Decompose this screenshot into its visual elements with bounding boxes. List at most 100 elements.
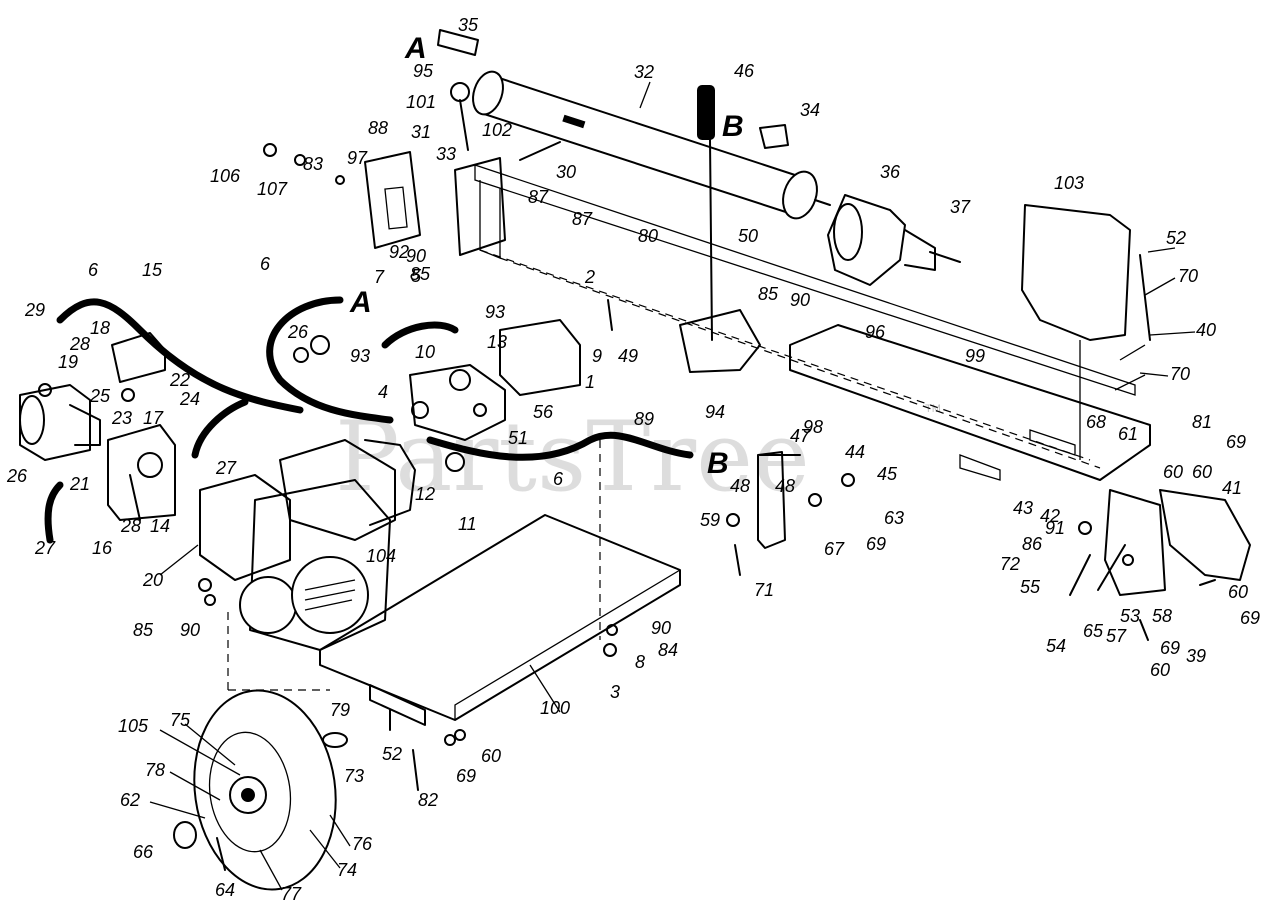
callout-85: 85 bbox=[410, 264, 431, 284]
callout-69b: 69 bbox=[1226, 432, 1246, 452]
hose-27-upper bbox=[191, 398, 249, 459]
callout-51: 51 bbox=[508, 428, 528, 448]
callout-37: 37 bbox=[950, 197, 971, 217]
callout-102: 102 bbox=[482, 120, 512, 140]
callout-28b: 28 bbox=[120, 516, 141, 536]
callout-58: 58 bbox=[1152, 606, 1172, 626]
callout-60b: 60 bbox=[1192, 462, 1212, 482]
callout-69: 69 bbox=[866, 534, 886, 554]
hose-return bbox=[426, 431, 694, 461]
callout-6: 6 bbox=[88, 260, 99, 280]
coupling-guard-15 bbox=[111, 332, 166, 383]
callout-54: 54 bbox=[1046, 636, 1066, 656]
callout-104: 104 bbox=[366, 546, 396, 566]
hydraulic-pump bbox=[19, 383, 101, 461]
lever-link-48 bbox=[757, 451, 786, 549]
suction-hose-7 bbox=[381, 321, 459, 349]
callout-90c: 90 bbox=[180, 620, 200, 640]
callout-26b: 26 bbox=[287, 322, 309, 342]
callout-48: 48 bbox=[730, 476, 750, 496]
callout-52b: 52 bbox=[382, 744, 402, 764]
callout-89: 89 bbox=[634, 409, 654, 429]
callout-16: 16 bbox=[92, 538, 113, 558]
callout-2: 2 bbox=[584, 267, 595, 287]
callout-35: 35 bbox=[458, 15, 479, 35]
callout-55: 55 bbox=[1020, 577, 1041, 597]
callout-66: 66 bbox=[133, 842, 154, 862]
pump-bracket-14 bbox=[107, 424, 176, 521]
callout-105: 105 bbox=[118, 716, 149, 736]
callout-76: 76 bbox=[352, 834, 373, 854]
callout-4: 4 bbox=[378, 382, 388, 402]
callout-7: 7 bbox=[374, 267, 385, 287]
callout-6c: 6 bbox=[553, 469, 564, 489]
control-lever bbox=[679, 85, 761, 373]
callout-34: 34 bbox=[800, 100, 820, 120]
callout-95: 95 bbox=[413, 61, 434, 81]
valve-mount-plate bbox=[364, 151, 506, 256]
callout-85b: 85 bbox=[758, 284, 779, 304]
callout-90b: 90 bbox=[790, 290, 810, 310]
callout-90d: 90 bbox=[651, 618, 671, 638]
callout-31: 31 bbox=[411, 122, 431, 142]
beam-top-plate bbox=[789, 324, 1151, 481]
callout-85c: 85 bbox=[133, 620, 154, 640]
callout-60: 60 bbox=[1163, 462, 1183, 482]
callout-48b: 48 bbox=[775, 476, 795, 496]
control-valve bbox=[409, 364, 506, 441]
callout-88: 88 bbox=[368, 118, 388, 138]
callout-57: 57 bbox=[1106, 626, 1127, 646]
callout-19: 19 bbox=[58, 352, 78, 372]
callout-32: 32 bbox=[634, 62, 654, 82]
marker-A-top: A bbox=[404, 32, 427, 65]
callout-9: 9 bbox=[592, 346, 602, 366]
callout-73: 73 bbox=[344, 766, 364, 786]
callout-92: 92 bbox=[389, 242, 409, 262]
callout-101: 101 bbox=[406, 92, 436, 112]
callout-90: 90 bbox=[406, 246, 426, 266]
callout-40: 40 bbox=[1196, 320, 1216, 340]
callout-69d: 69 bbox=[1240, 608, 1260, 628]
callout-45: 45 bbox=[877, 464, 898, 484]
callout-20: 20 bbox=[142, 570, 163, 590]
callout-86: 86 bbox=[1022, 534, 1043, 554]
callout-11: 11 bbox=[458, 514, 477, 534]
callout-8: 8 bbox=[635, 652, 645, 672]
bolt-37 bbox=[929, 251, 961, 263]
callout-21: 21 bbox=[69, 474, 90, 494]
callout-69c: 69 bbox=[1160, 638, 1180, 658]
callout-61: 61 bbox=[1118, 424, 1138, 444]
hose-left bbox=[56, 298, 304, 414]
hardware-pieces bbox=[121, 29, 1216, 871]
callout-36: 36 bbox=[880, 162, 901, 182]
callout-87b: 87 bbox=[572, 209, 593, 229]
callout-56: 56 bbox=[533, 402, 554, 422]
callout-25: 25 bbox=[89, 386, 111, 406]
callout-18: 18 bbox=[90, 318, 110, 338]
callout-59: 59 bbox=[700, 510, 720, 530]
callout-82: 82 bbox=[418, 790, 438, 810]
callout-52: 52 bbox=[1166, 228, 1186, 248]
callout-103: 103 bbox=[1054, 173, 1084, 193]
callout-77: 77 bbox=[281, 884, 302, 904]
callout-5: 5 bbox=[411, 266, 422, 286]
callout-43: 43 bbox=[1013, 498, 1033, 518]
callout-63: 63 bbox=[884, 508, 904, 528]
callout-79: 79 bbox=[330, 700, 350, 720]
rod-end-block bbox=[827, 194, 936, 286]
callout-98: 98 bbox=[803, 417, 823, 437]
callout-49: 49 bbox=[618, 346, 638, 366]
callout-23: 23 bbox=[111, 408, 132, 428]
callout-99: 99 bbox=[965, 346, 985, 366]
trademark-mark: TM bbox=[925, 403, 941, 415]
wheel-assembly bbox=[173, 689, 348, 891]
wedge-103 bbox=[1021, 204, 1131, 341]
callout-62: 62 bbox=[120, 790, 140, 810]
valve-bracket-13 bbox=[499, 319, 581, 396]
marker-A-hose: A bbox=[349, 286, 372, 319]
callout-60c: 60 bbox=[1150, 660, 1170, 680]
callout-91: 91 bbox=[1045, 518, 1065, 538]
callout-47: 47 bbox=[790, 426, 811, 446]
callout-17: 17 bbox=[143, 408, 164, 428]
callout-60d: 60 bbox=[1228, 582, 1248, 602]
